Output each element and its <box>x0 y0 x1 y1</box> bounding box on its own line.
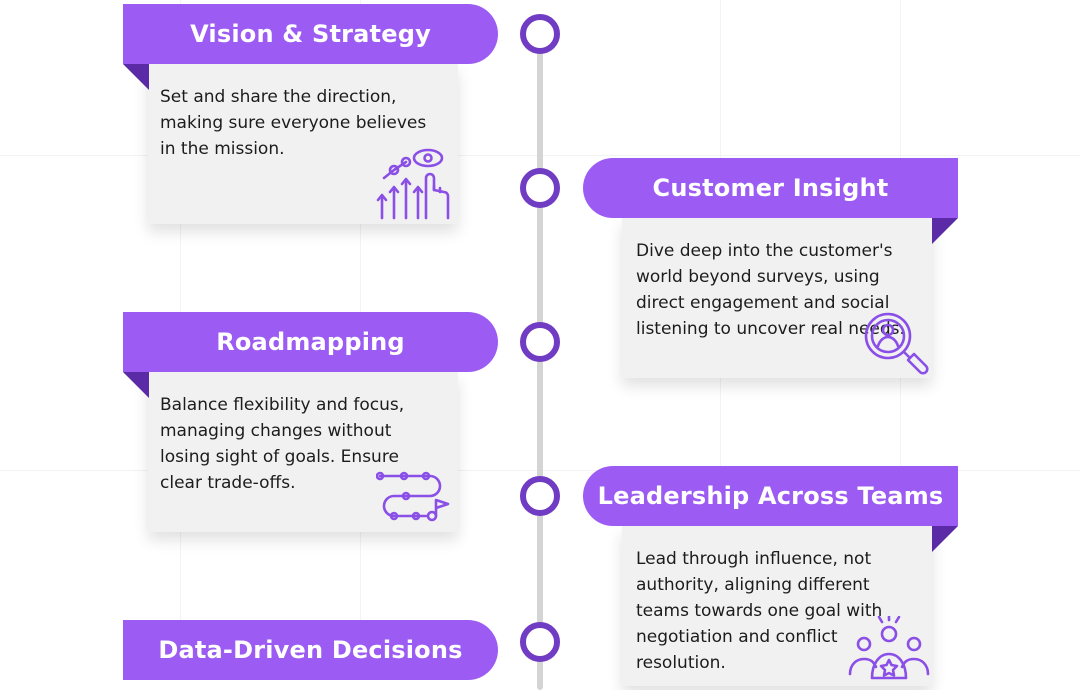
ribbon-fold <box>123 372 149 398</box>
ribbon-fold <box>123 64 149 90</box>
roadmap-path-icon <box>376 468 456 532</box>
card-text: Lead through influence, not authority, a… <box>636 549 883 673</box>
step-title-pill: Data-Driven Decisions <box>123 620 498 680</box>
card-customer-insight: Dive deep into the customer's world beyo… <box>622 218 932 378</box>
timeline-node <box>520 476 560 516</box>
growth-vision-icon <box>376 144 452 220</box>
timeline-node <box>520 322 560 362</box>
timeline-node <box>520 14 560 54</box>
card-leadership-across-teams: Lead through influence, not authority, a… <box>622 526 932 686</box>
timeline-node <box>520 168 560 208</box>
ribbon-fold <box>932 218 958 244</box>
card-text: Set and share the direction, making sure… <box>160 87 427 159</box>
step-title-pill: Vision & Strategy <box>123 4 498 64</box>
card-text: Dive deep into the customer's world beyo… <box>636 241 905 339</box>
timeline-node <box>520 622 560 662</box>
step-title-pill: Customer Insight <box>583 158 958 218</box>
team-leader-icon <box>848 616 930 680</box>
ribbon-fold <box>932 526 958 552</box>
step-title-pill: Leadership Across Teams <box>583 466 958 526</box>
card-vision-strategy: Set and share the direction, making sure… <box>148 64 458 224</box>
user-search-icon <box>862 310 930 378</box>
card-text: Balance flexibility and focus, managing … <box>160 395 405 493</box>
step-title-pill: Roadmapping <box>123 312 498 372</box>
card-roadmapping: Balance flexibility and focus, managing … <box>148 372 458 532</box>
